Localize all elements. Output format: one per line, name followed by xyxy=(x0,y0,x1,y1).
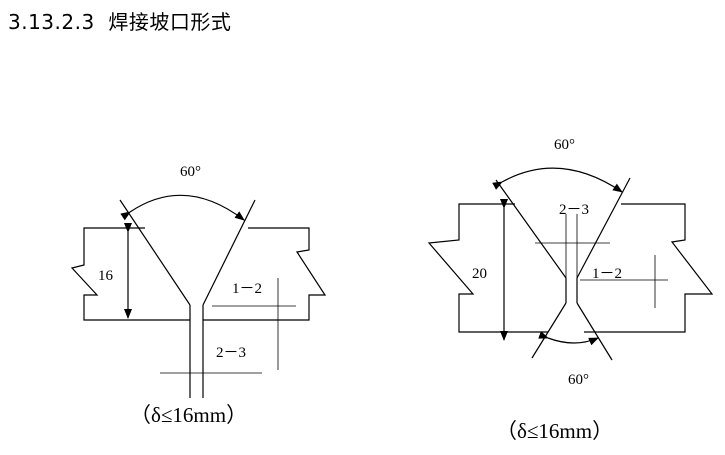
right-plate-outline xyxy=(202,227,327,398)
fig1-depth-label: 16 xyxy=(98,268,114,284)
section-title: 焊接坡口形式 xyxy=(108,10,232,34)
left-plate-outline xyxy=(427,203,548,333)
upper-groove-right-face xyxy=(576,177,631,279)
lower-angle-arc-60 xyxy=(538,331,599,346)
section-number: 3.13.2.3 xyxy=(8,10,95,34)
section-heading: 3.13.2.3 焊接坡口形式 xyxy=(8,6,231,35)
left-plate-outline xyxy=(70,227,191,398)
fig1-pass-label-1: 1－2 xyxy=(232,281,262,297)
single-v-groove-figure xyxy=(70,194,327,398)
fig1-pass-label-2: 2－3 xyxy=(216,345,246,361)
fig1-caption: （δ≤16mm） xyxy=(130,403,247,427)
groove-right-face xyxy=(202,199,256,306)
upper-groove-left-face xyxy=(495,179,567,279)
fig1-angle-label: 60° xyxy=(180,164,201,180)
right-plate-outline xyxy=(584,203,714,333)
lower-groove-left-face xyxy=(531,302,567,359)
upper-angle-arc-60 xyxy=(492,167,623,193)
fig2-pass-label-2: 1－2 xyxy=(592,266,622,282)
groove-left-face xyxy=(119,199,191,306)
fig2-depth-label: 20 xyxy=(472,266,487,282)
double-v-groove-figure xyxy=(427,167,714,361)
fig2-pass-label-1: 2－3 xyxy=(559,202,589,218)
fig2-caption: （δ≤16mm） xyxy=(496,419,613,443)
fig2-angle-bottom-label: 60° xyxy=(568,372,589,388)
fig2-angle-top-label: 60° xyxy=(554,137,575,153)
angle-arc-60 xyxy=(120,194,245,221)
